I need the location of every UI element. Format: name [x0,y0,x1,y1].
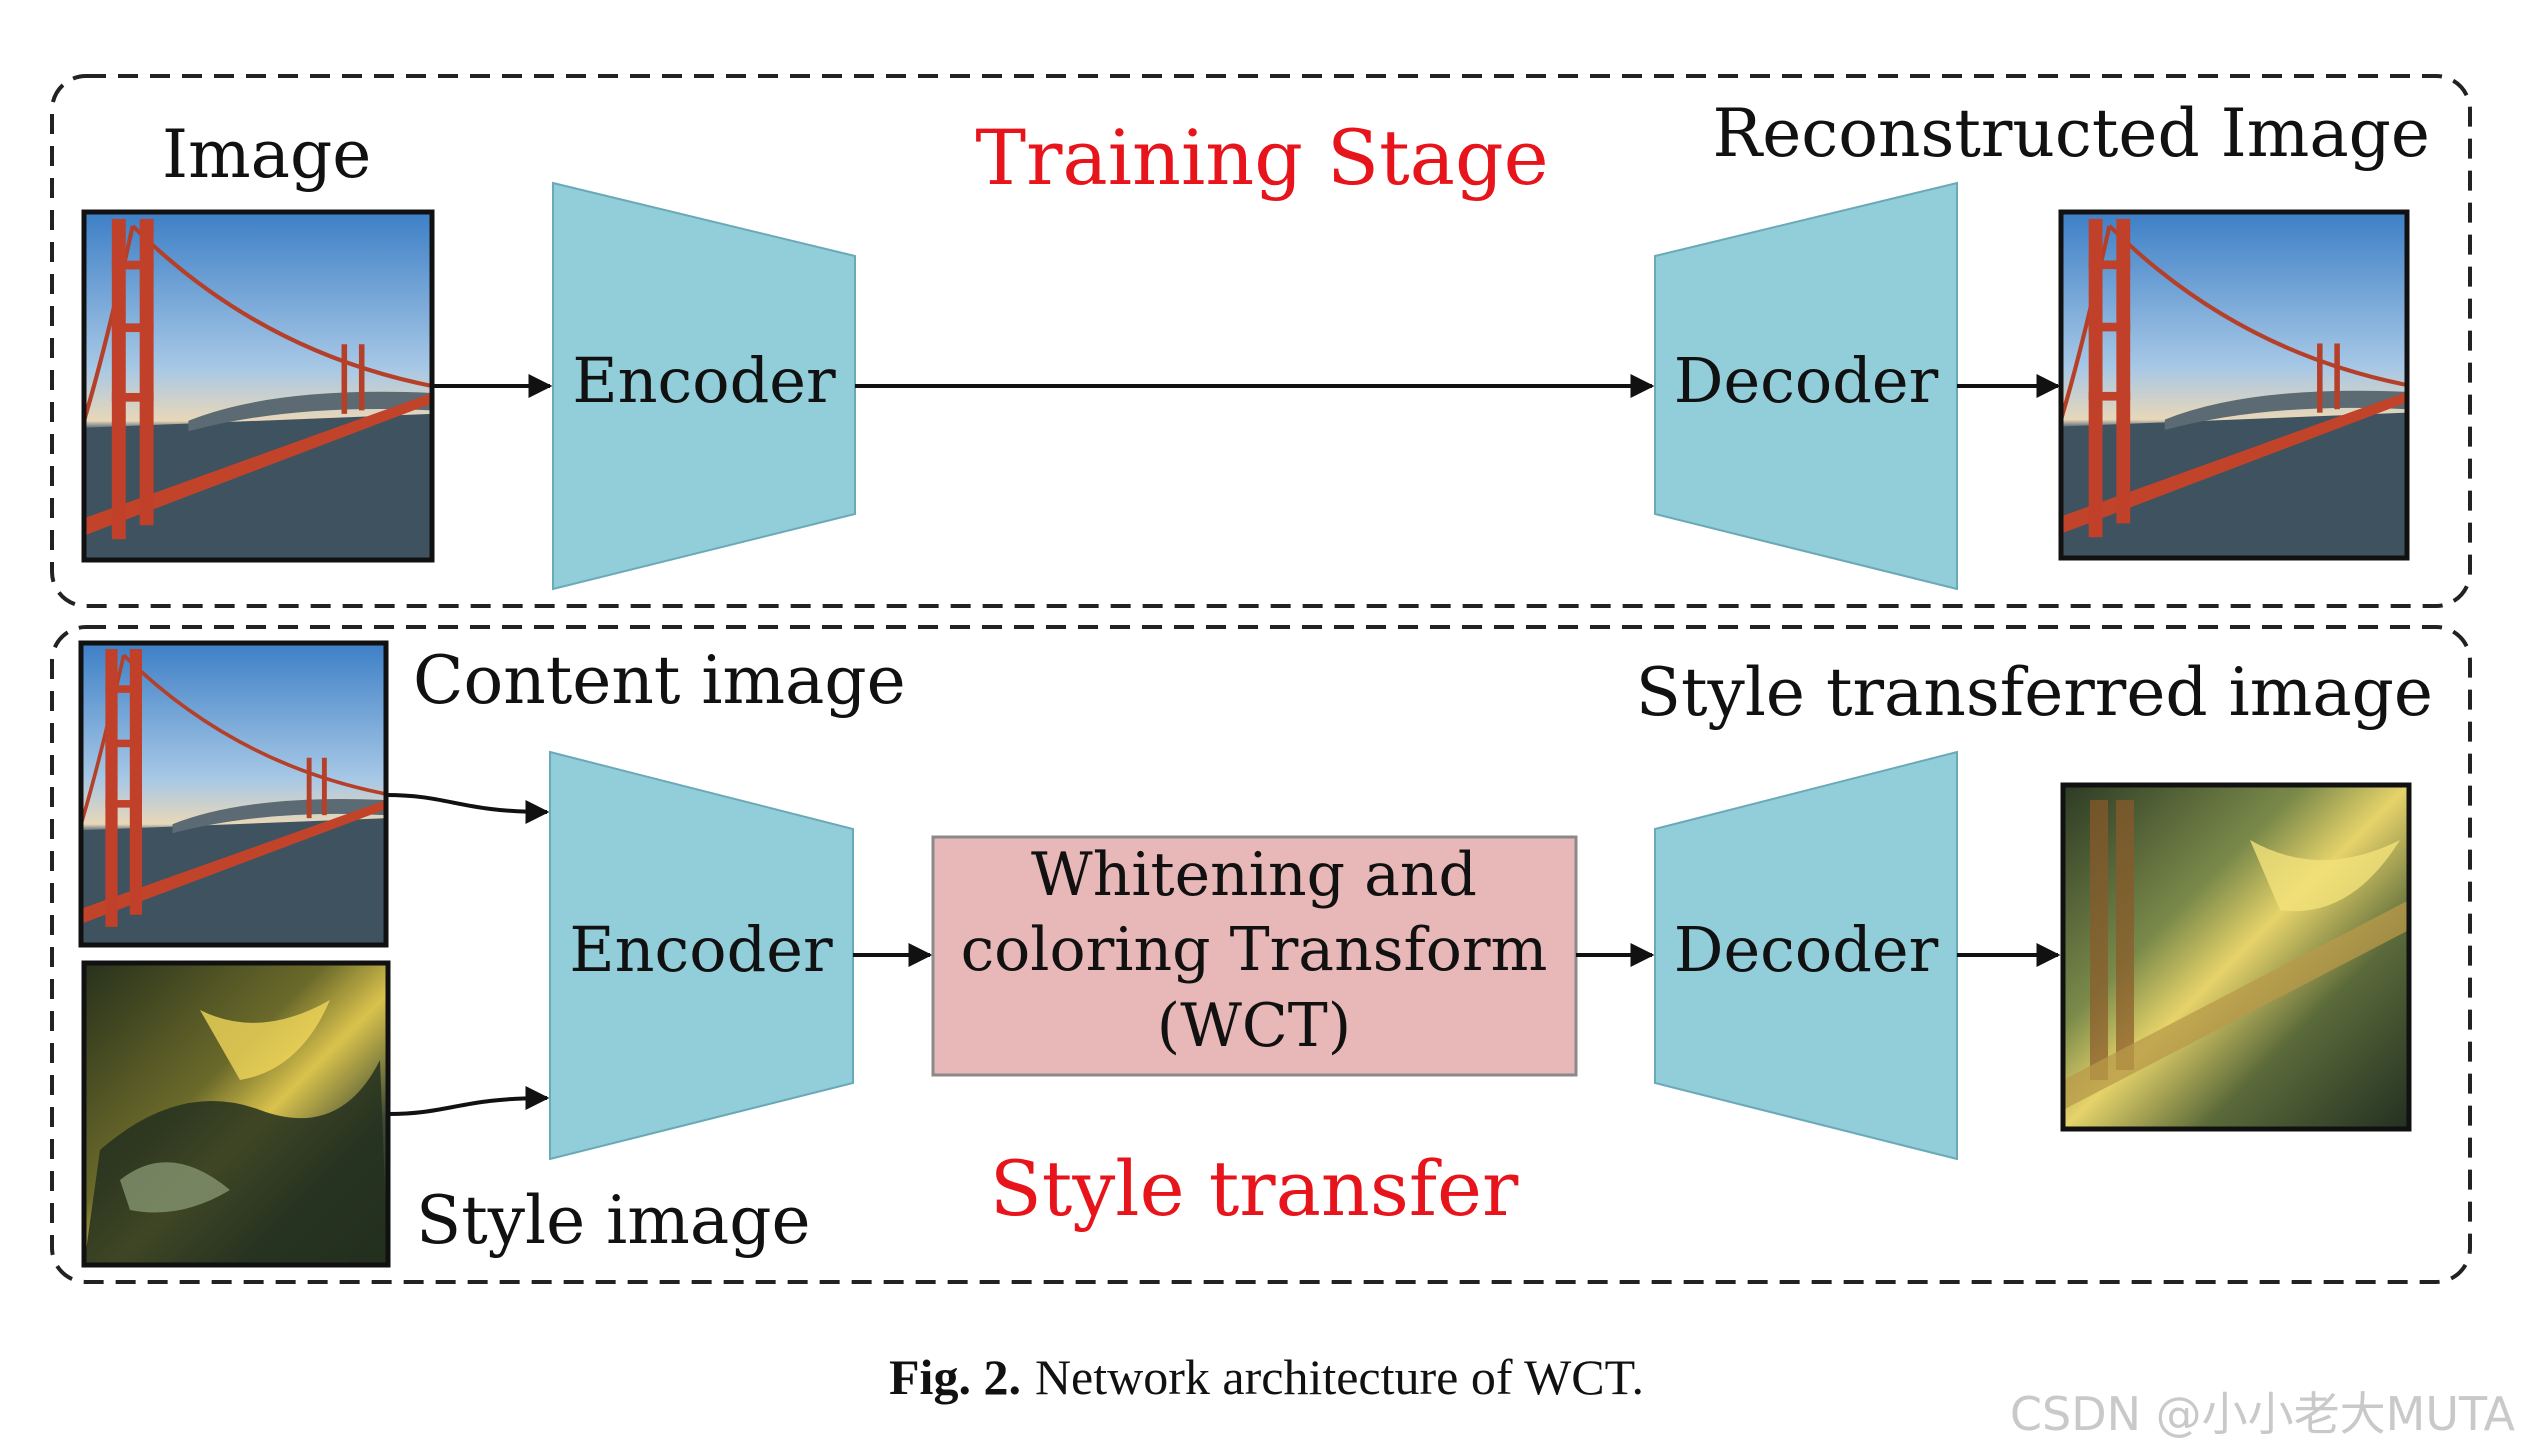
style-image-thumbnail [81,960,391,1268]
style-image-label: Style image [416,1182,811,1259]
style-encoder-label: Encoder [569,913,833,986]
style-transferred-image-label: Style transferred image [1636,654,2433,731]
style-transfer-title: Style transfer [990,1144,1519,1233]
arrow-content-to-encoder [385,793,550,824]
wct-label-line-3: (WCT) [1157,991,1351,1061]
input-image-thumbnail [81,209,435,563]
content-image-label: Content image [413,642,906,719]
training-stage-panel [50,74,2472,608]
training-encoder-block: Encoder [552,181,856,591]
style-decoder-block: Decoder [1654,750,1958,1161]
figure-caption-text: Network architecture of WCT. [1034,1349,1644,1405]
arrow-style-to-encoder [387,1086,550,1116]
reconstructed-image-label: Reconstructed Image [1713,95,2431,172]
csdn-watermark: CSDN @小小老大MUTA [2009,1387,2515,1441]
wct-label-line-2: coloring Transform [961,915,1548,985]
training-stage-title: Training Stage [975,113,1548,202]
wct-label-line-1: Whitening and [1031,840,1477,910]
stylized-output-thumbnail [2060,782,2412,1132]
figure-caption: Fig. 2.Network architecture of WCT. [0,1348,2533,1406]
style-decoder-label: Decoder [1674,913,1939,986]
figure-number: Fig. 2. [889,1349,1021,1405]
style-transfer-panel [50,625,2472,1284]
content-image-thumbnail [78,640,389,948]
training-encoder-label: Encoder [572,344,836,417]
wct-block: Whitening and coloring Transform (WCT) [931,835,1578,1077]
style-encoder-block: Encoder [549,750,854,1161]
training-decoder-label: Decoder [1674,344,1939,417]
training-decoder-block: Decoder [1654,181,1958,591]
reconstructed-image-thumbnail [2058,209,2410,561]
input-image-label: Image [162,116,371,193]
